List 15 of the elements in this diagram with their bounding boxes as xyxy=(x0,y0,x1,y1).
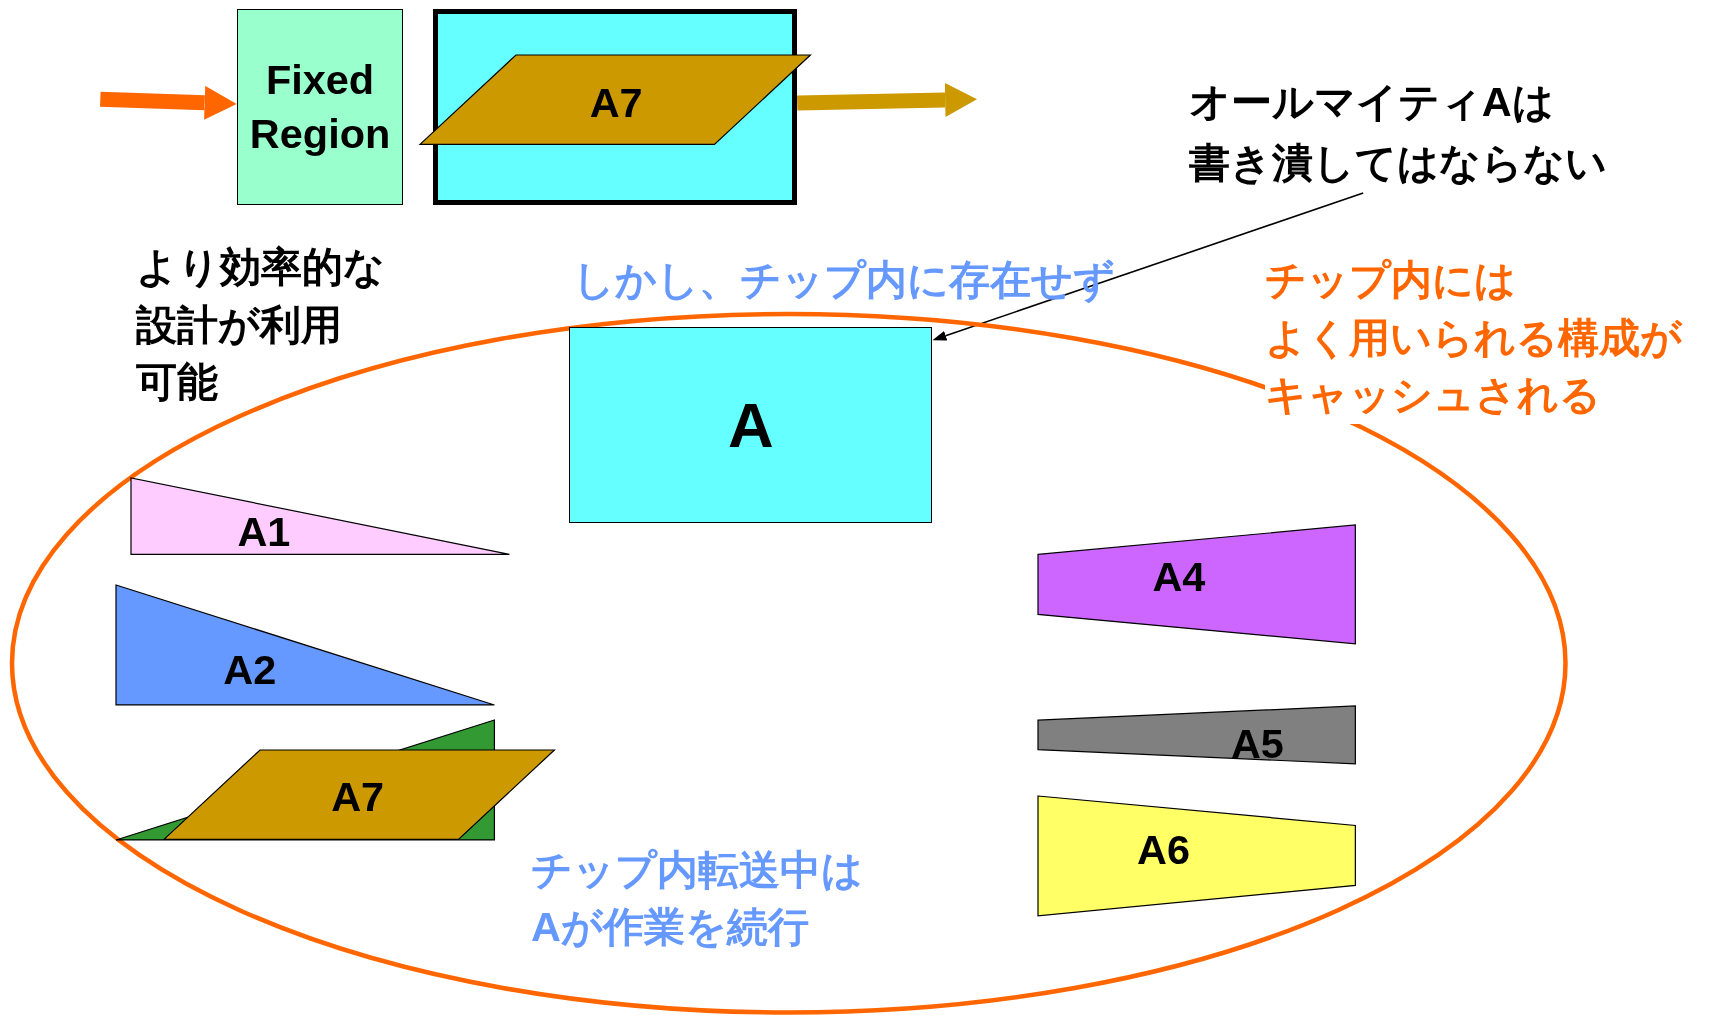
note-text: オールマイティAは書き潰してはならない xyxy=(1188,70,1607,194)
arrow xyxy=(797,82,978,117)
leader-line xyxy=(932,192,1364,341)
shape-label: A7 xyxy=(331,776,385,818)
arrow xyxy=(100,85,237,120)
note-text: チップ内転送中はAが作業を続行 xyxy=(531,844,864,952)
note-text: より効率的な設計が利用可能 xyxy=(136,241,386,408)
shape-label: A6 xyxy=(1137,828,1191,871)
region-box: Fixed Region xyxy=(236,8,404,205)
block-box: A xyxy=(569,327,933,524)
shape-label: A4 xyxy=(1152,556,1206,598)
shape-label: A5 xyxy=(1230,723,1284,765)
shape-label: A7 xyxy=(589,81,643,124)
shape-label: A1 xyxy=(237,511,291,553)
shape-label: A2 xyxy=(223,648,277,691)
